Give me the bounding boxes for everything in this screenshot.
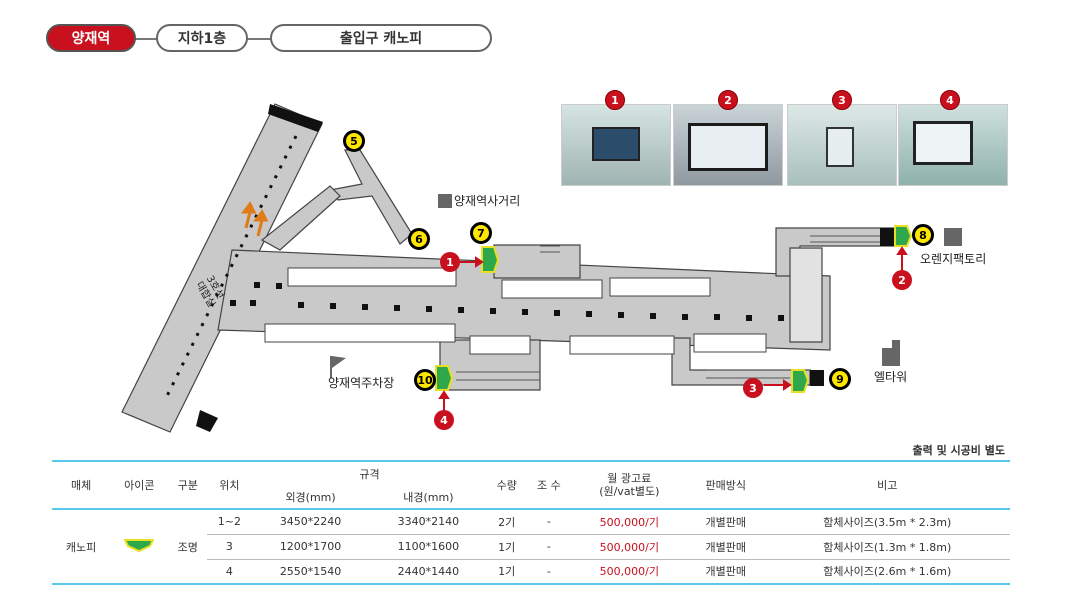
exit-6[interactable]: 6 (408, 228, 430, 250)
cell-inner: 3340*2140 (397, 515, 460, 529)
label-crossroad: 양재역사거리 (454, 194, 521, 208)
cell-outer: 2550*1540 (251, 558, 370, 584)
cell-position: 3 (207, 533, 252, 559)
exit-10[interactable]: 10 (414, 369, 436, 391)
header-sheets: 조 수 (536, 479, 561, 492)
cell-remark: 함체사이즈(2.6m * 1.6m) (764, 558, 1010, 584)
cell-fee: 500,000/기 (571, 558, 687, 584)
canopy-icon (110, 509, 168, 584)
exit-5[interactable]: 5 (343, 130, 365, 152)
photo-2 (673, 104, 783, 186)
photo-marker: 4 (940, 90, 960, 110)
cell-inner: 2440*1440 (369, 558, 488, 584)
label-eltower: 엘타워 (874, 370, 908, 384)
cell-media: 캐노피 (65, 540, 97, 554)
title-pill[interactable]: 출입구 캐노피 (270, 24, 492, 52)
spec-table: 매체 아이콘 구분 위치 규격 수량 조 수 월 광고료 (원/vat별도) 판… (52, 460, 1010, 585)
header-position: 위치 (219, 479, 240, 492)
station-pill[interactable]: 양재역 (46, 24, 136, 52)
cell-remark: 함체사이즈(1.3m * 1.8m) (764, 533, 1010, 559)
cell-sales: 개별판매 (686, 558, 765, 584)
header-sales: 판매방식 (705, 479, 746, 492)
cell-type: 조명 (177, 540, 198, 554)
cell-fee: 500,000/기 (571, 533, 687, 559)
cell-qty: 1기 (487, 533, 527, 559)
photo-marker: 3 (832, 90, 852, 110)
marker-2[interactable]: 2 (892, 270, 912, 290)
marker-1[interactable]: 1 (440, 252, 460, 272)
exit-9[interactable]: 9 (829, 368, 851, 390)
cell-sales: 개별판매 (705, 515, 746, 529)
header-inner: 내경(mm) (403, 490, 454, 504)
cell-sheets: - (526, 558, 572, 584)
marker-3[interactable]: 3 (743, 378, 763, 398)
marker-4[interactable]: 4 (434, 410, 454, 430)
note: 출력 및 시공비 별도 (912, 444, 1005, 457)
cell-fee: 500,000/기 (599, 515, 659, 529)
cell-qty: 2기 (498, 515, 516, 529)
cell-outer: 3450*2240 (279, 515, 342, 529)
header-icon: 아이콘 (124, 479, 155, 492)
floor-pill[interactable]: 지하1층 (156, 24, 248, 52)
photo-marker: 2 (718, 90, 738, 110)
connector (246, 38, 272, 40)
cell-sheets: - (526, 533, 572, 559)
photo-4 (898, 104, 1008, 186)
header-media: 매체 (70, 479, 92, 492)
exit-7[interactable]: 7 (470, 222, 492, 244)
header-remark: 비고 (877, 479, 898, 492)
cell-sheets: - (546, 515, 551, 529)
header-type: 구분 (177, 479, 198, 492)
header-fee: 월 광고료 (원/vat별도) (599, 472, 660, 498)
photo-3 (787, 104, 897, 186)
cell-position: 4 (207, 558, 252, 584)
label-parking: 양재역주차장 (328, 376, 395, 390)
cell-remark: 함체사이즈(3.5m * 2.3m) (823, 515, 952, 529)
cell-inner: 1100*1600 (369, 533, 488, 559)
label-orange: 오렌지팩토리 (920, 252, 987, 266)
header-spec: 규격 (359, 467, 380, 481)
cell-qty: 1기 (487, 558, 527, 584)
header-qty: 수량 (496, 479, 517, 492)
connector (134, 38, 158, 40)
cell-position: 1~2 (217, 515, 242, 529)
exit-8[interactable]: 8 (912, 224, 934, 246)
cell-outer: 1200*1700 (251, 533, 370, 559)
header-outer: 외경(mm) (285, 490, 336, 504)
cell-sales: 개별판매 (686, 533, 765, 559)
photo-marker: 1 (605, 90, 625, 110)
